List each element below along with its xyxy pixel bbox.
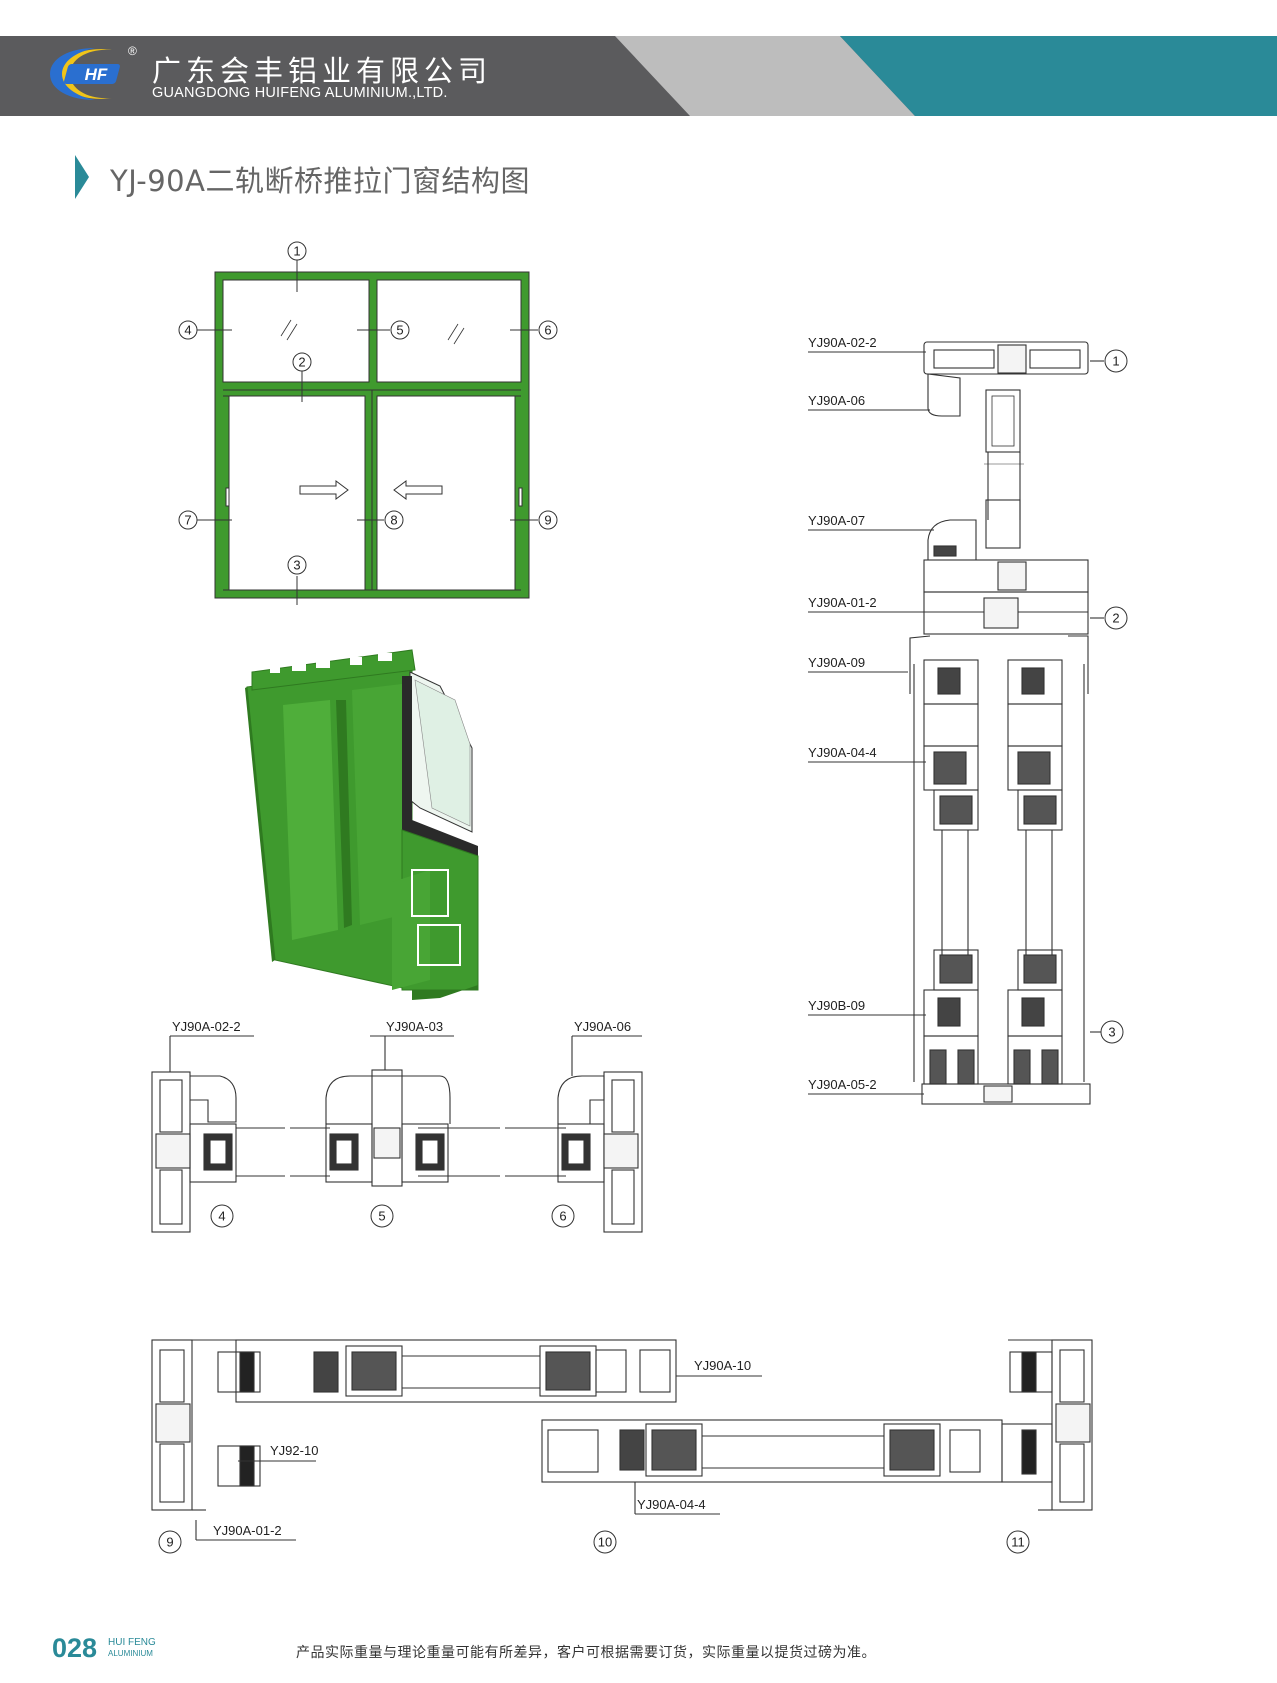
callout-8: 8 bbox=[384, 510, 404, 530]
svg-text:8: 8 bbox=[390, 513, 397, 528]
left-sash bbox=[923, 659, 979, 1085]
svg-text:1: 1 bbox=[1112, 354, 1119, 369]
vertical-section-labels: YJ90A-02-2 YJ90A-06 YJ90A-07 YJ90A-01-2 … bbox=[808, 335, 1128, 1092]
sash-section bbox=[151, 1339, 1093, 1541]
sash-section-labels: YJ90A-10 YJ92-10 YJ90A-01-2 YJ90A-04-4 9… bbox=[158, 1358, 1030, 1554]
callout-3: 3 bbox=[287, 555, 307, 575]
label-yj90a-07: YJ90A-07 bbox=[808, 513, 865, 528]
svg-text:6: 6 bbox=[544, 323, 551, 338]
svg-text:3: 3 bbox=[293, 558, 300, 573]
callout-2: 2 bbox=[292, 352, 312, 372]
svg-text:7: 7 bbox=[184, 513, 191, 528]
header-decoration bbox=[615, 36, 1277, 116]
company-name-cn: 广东会丰铝业有限公司 bbox=[152, 54, 493, 88]
svg-text:11: 11 bbox=[1011, 1535, 1025, 1550]
header-banner bbox=[0, 36, 1277, 116]
vertical-section bbox=[808, 341, 1104, 1105]
label-yj90a-04-4-b: YJ90A-04-4 bbox=[637, 1497, 706, 1512]
svg-text:1: 1 bbox=[293, 244, 300, 259]
label-yj90b-09: YJ90B-09 bbox=[808, 998, 865, 1013]
label-yj90a-06: YJ90A-06 bbox=[808, 393, 865, 408]
registered-mark: ® bbox=[128, 44, 137, 58]
label-yj90a-01-2-b: YJ90A-01-2 bbox=[213, 1523, 282, 1538]
footer-note: 产品实际重量与理论重量可能有所差异，客户可根据需要订货，实际重量以提货过磅为准。 bbox=[296, 1645, 876, 1661]
label-yj90a-04-4: YJ90A-04-4 bbox=[808, 745, 877, 760]
footer-brand-sub: ALUMINIUM bbox=[108, 1649, 153, 1658]
callout-9: 9 bbox=[538, 510, 558, 530]
callout-t4: 4 bbox=[210, 1204, 234, 1228]
callout-s9: 9 bbox=[158, 1530, 182, 1554]
label-yj90a-01-2: YJ90A-01-2 bbox=[808, 595, 877, 610]
svg-text:10: 10 bbox=[598, 1535, 612, 1550]
footer-brand: HUI FENG bbox=[108, 1637, 156, 1648]
label-yj90a-10: YJ90A-10 bbox=[694, 1358, 751, 1373]
company-name-en: GUANGDONG HUIFENG ALUMINIUM.,LTD. bbox=[152, 85, 448, 101]
label-yj90a-03: YJ90A-03 bbox=[386, 1019, 443, 1034]
svg-text:4: 4 bbox=[218, 1209, 225, 1224]
label-yj92-10: YJ92-10 bbox=[270, 1443, 318, 1458]
elevation-callouts: 1 4 5 6 2 7 8 9 3 bbox=[178, 241, 558, 575]
label-yj90a-02-2-b: YJ90A-02-2 bbox=[172, 1019, 241, 1034]
callout-s10: 10 bbox=[593, 1530, 617, 1554]
callout-1: 1 bbox=[287, 241, 307, 261]
svg-text:9: 9 bbox=[544, 513, 551, 528]
callout-v3: 3 bbox=[1100, 1020, 1124, 1044]
company-logo: HF bbox=[50, 48, 120, 100]
label-yj90a-02-2: YJ90A-02-2 bbox=[808, 335, 877, 350]
svg-text:2: 2 bbox=[1112, 611, 1119, 626]
svg-text:5: 5 bbox=[378, 1209, 385, 1224]
svg-text:5: 5 bbox=[396, 323, 403, 338]
transom-section bbox=[151, 1035, 643, 1233]
svg-text:9: 9 bbox=[166, 1535, 173, 1550]
transom-section-labels: YJ90A-02-2 YJ90A-03 YJ90A-06 4 5 6 bbox=[172, 1019, 631, 1228]
logo-text: HF bbox=[85, 65, 108, 84]
page-number: 028 bbox=[52, 1633, 98, 1663]
label-yj90a-09: YJ90A-09 bbox=[808, 655, 865, 670]
callout-t6: 6 bbox=[551, 1204, 575, 1228]
callout-6: 6 bbox=[538, 320, 558, 340]
callout-s11: 11 bbox=[1006, 1530, 1030, 1554]
page-title: YJ-90A二轨断桥推拉门窗结构图 bbox=[110, 164, 530, 198]
svg-text:2: 2 bbox=[298, 355, 305, 370]
callout-4: 4 bbox=[178, 320, 198, 340]
profile-3d-render bbox=[245, 649, 479, 1000]
label-yj90a-06-b: YJ90A-06 bbox=[574, 1019, 631, 1034]
callout-v2: 2 bbox=[1104, 606, 1128, 630]
window-elevation bbox=[197, 260, 538, 605]
callout-7: 7 bbox=[178, 510, 198, 530]
callout-t5: 5 bbox=[370, 1204, 394, 1228]
callout-5: 5 bbox=[390, 320, 410, 340]
callout-v1: 1 bbox=[1104, 349, 1128, 373]
label-yj90a-05-2: YJ90A-05-2 bbox=[808, 1077, 877, 1092]
right-sash bbox=[1007, 659, 1063, 1085]
svg-text:3: 3 bbox=[1108, 1025, 1115, 1040]
title-marker-icon bbox=[75, 155, 89, 199]
svg-text:4: 4 bbox=[184, 323, 191, 338]
svg-text:6: 6 bbox=[559, 1209, 566, 1224]
